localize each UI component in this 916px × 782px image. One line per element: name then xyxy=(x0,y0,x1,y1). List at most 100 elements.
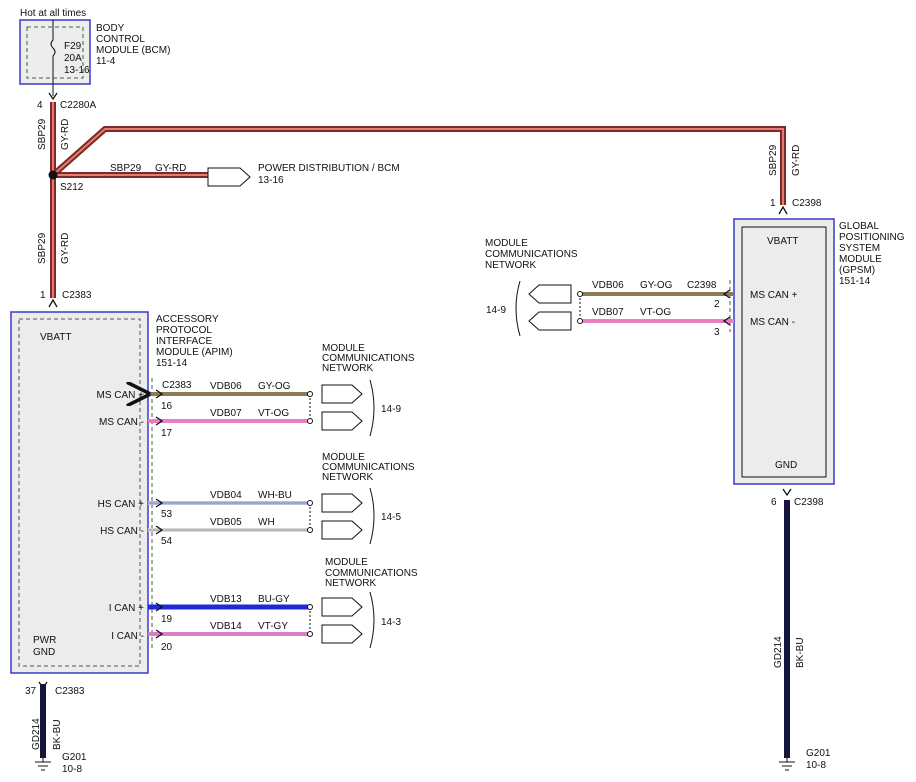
gpsm-ground-color: BK-BU xyxy=(795,637,806,668)
bcm-label-1: BODY xyxy=(96,23,125,34)
apim-title-1: ACCESSORY xyxy=(156,314,219,325)
wire-circuit: VDB07 xyxy=(592,307,624,318)
gpsm-vbatt-label: VBATT xyxy=(767,236,798,247)
network-label: COMMUNICATIONS xyxy=(325,568,418,579)
apim-pin-signal: I CAN - xyxy=(111,631,144,642)
bcm-fuse-inner xyxy=(26,26,84,79)
power-dist-circuit: SBP29 xyxy=(110,163,142,174)
network-connector-icons xyxy=(321,384,363,644)
apim-pin-signal: MS CAN + xyxy=(96,390,144,401)
twisted-pair-markers xyxy=(307,391,313,637)
wire-circuit: VDB06 xyxy=(592,280,624,291)
bcm-label-2: CONTROL xyxy=(96,34,145,45)
apim-pin-signal: HS CAN + xyxy=(98,499,145,510)
apim-pin-signal: MS CAN - xyxy=(99,417,144,428)
apim-pin-signal: HS CAN - xyxy=(100,526,144,537)
gpsm-gnd-label: GND xyxy=(775,460,797,471)
gpsm-title-4: MODULE xyxy=(839,254,882,265)
apim-ground-name: G201 xyxy=(62,752,87,763)
apim-pin-arrows xyxy=(155,389,164,639)
gpsm-title-6: 151-14 xyxy=(839,276,871,287)
gpsm-feed-color: GY-RD xyxy=(791,145,802,176)
ground-icon xyxy=(35,758,51,771)
network-label: NETWORK xyxy=(485,260,536,271)
apim-module-inner xyxy=(18,318,141,667)
network-label: MODULE xyxy=(322,452,365,463)
gpsm-network-bracket xyxy=(515,280,521,337)
apim-vbatt-connector: C2383 xyxy=(62,290,92,301)
gpsm-title-1: GLOBAL xyxy=(839,221,879,232)
wire-color: VT-OG xyxy=(640,307,671,318)
apim-pwr-label: PWR xyxy=(33,635,56,646)
apim-title-2: PROTOCOL xyxy=(156,325,212,336)
gpsm-pin-signal: MS CAN - xyxy=(750,317,795,328)
apim-title-5: 151-14 xyxy=(156,358,188,369)
gpsm-ground-circuit: GD214 xyxy=(773,636,784,668)
trunk-color-lower: GY-RD xyxy=(60,233,71,264)
wire-color: BU-GY xyxy=(258,594,290,605)
trunk-circuit-lower: SBP29 xyxy=(37,232,48,264)
gpsm-gnd-arrow-icon xyxy=(782,488,792,497)
wire-circuit: VDB13 xyxy=(210,594,242,605)
network-label: MODULE xyxy=(485,238,528,249)
gpsm-twisted-pair-marker xyxy=(577,291,583,324)
apim-pin-number: 53 xyxy=(161,509,173,520)
gpsm-title-2: POSITIONING xyxy=(839,232,905,243)
splice-label: S212 xyxy=(60,182,84,193)
wire-color: VT-OG xyxy=(258,408,289,419)
network-label: NETWORK xyxy=(325,578,376,589)
network-ref: 14-9 xyxy=(486,305,506,316)
apim-ground-color: BK-BU xyxy=(52,719,63,750)
splice-s212 xyxy=(48,170,58,180)
network-ref: 14-9 xyxy=(381,404,401,415)
fuse-icon xyxy=(50,20,56,96)
gpsm-pin-arrows xyxy=(722,289,731,326)
apim-gnd-label: GND xyxy=(33,647,55,658)
trunk-color-upper: GY-RD xyxy=(60,119,71,150)
apim-module xyxy=(10,311,149,674)
network-label: COMMUNICATIONS xyxy=(322,462,415,473)
gpsm-gnd-connector: C2398 xyxy=(794,497,824,508)
apim-pin-number: 19 xyxy=(161,614,173,625)
apim-gnd-pin: 37 xyxy=(25,686,37,697)
wire-color: WH-BU xyxy=(258,490,292,501)
gpsm-vbatt-connector: C2398 xyxy=(792,198,822,209)
connector-arrow-icon xyxy=(48,92,58,101)
gpsm-module xyxy=(733,218,835,485)
ground-icon xyxy=(779,758,795,771)
gpsm-feed-circuit: SBP29 xyxy=(768,144,779,176)
wire-circuit: VDB07 xyxy=(210,408,242,419)
apim-pin-number: 20 xyxy=(161,642,173,653)
apim-pin-signal: I CAN + xyxy=(109,603,144,614)
gpsm-vbatt-pin: 1 xyxy=(770,198,776,209)
network-label: NETWORK xyxy=(322,472,373,483)
fuse-rating: 20A xyxy=(64,53,82,64)
wire-circuit: VDB04 xyxy=(210,490,242,501)
apim-title-3: INTERFACE xyxy=(156,336,212,347)
apim-pin-number: 17 xyxy=(161,428,173,439)
network-label: MODULE xyxy=(325,557,368,568)
wire-sbp29 xyxy=(50,102,786,298)
gpsm-gnd-pin: 6 xyxy=(771,497,777,508)
network-brackets xyxy=(369,379,375,649)
power-dist-label: POWER DISTRIBUTION / BCM xyxy=(258,163,400,174)
gpsm-pin-number: 3 xyxy=(714,327,720,338)
trunk-circuit-upper: SBP29 xyxy=(37,118,48,150)
fuse-header: Hot at all times xyxy=(20,8,86,19)
wire-color: VT-GY xyxy=(258,621,288,632)
apim-can-connector: C2383 xyxy=(162,380,192,391)
apim-vbatt-pin: 1 xyxy=(40,290,46,301)
apim-ground-ref: 10-8 xyxy=(62,764,82,775)
apim-gnd-connector: C2383 xyxy=(55,686,85,697)
apim-pin-number: 54 xyxy=(161,536,173,547)
bcm-label-3: MODULE (BCM) xyxy=(96,45,170,56)
gpsm-network-connector-icons xyxy=(528,284,572,331)
gpsm-title-3: SYSTEM xyxy=(839,243,880,254)
power-dist-ref: 13-16 xyxy=(258,175,284,186)
gpsm-pin-number: 2 xyxy=(714,299,720,310)
apim-vbatt-label: VBATT xyxy=(40,332,71,343)
gpsm-pin-signal: MS CAN + xyxy=(750,290,798,301)
apim-ground-circuit: GD214 xyxy=(31,718,42,750)
gpsm-module-inner xyxy=(741,226,827,478)
apim-vbatt-arrow-icon xyxy=(48,298,58,308)
